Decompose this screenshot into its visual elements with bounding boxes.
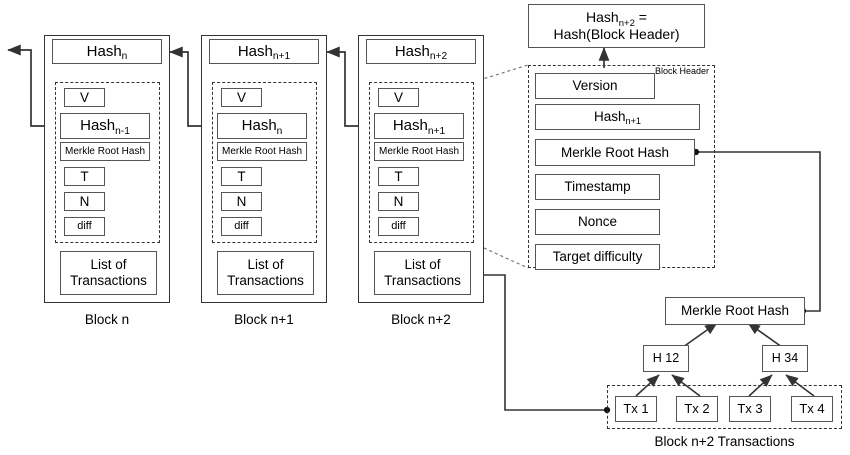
block-n-plus-2-caption: Block n+2 [391,312,451,327]
block-n-plus-2-field-prevhash[interactable]: Hashn+1 [374,113,464,139]
block-n-field-timestamp[interactable]: T [64,167,105,186]
block-n-field-version-label: V [79,89,89,105]
block-n-plus-1-transactions-line1: List of [247,257,284,273]
block-n-field-nonce-label: N [79,193,90,209]
block-n-field-diff[interactable]: diff [64,217,105,236]
block-n-plus-2-transactions-line2: Transactions [384,273,461,288]
hash-formula-line1: Hashn+2 = [586,9,647,29]
block-n-plus-2-field-prevhash-label: Hashn+1 [392,117,446,137]
transactions-group-caption: Block n+2 Transactions [654,434,795,449]
merkle-node-h34-label: H 34 [771,351,799,366]
block-n-header-dashed [55,82,160,243]
block-n-plus-2-transactions-box[interactable]: List of Transactions [374,251,471,295]
block-n-plus-2-field-diff[interactable]: diff [378,217,419,236]
header-field-target-difficulty-label: Target difficulty [552,249,643,265]
block-n-hash-box[interactable]: Hashn [52,39,162,64]
block-n-plus-1-hash-box[interactable]: Hashn+1 [209,39,319,64]
block-n-transactions-box[interactable]: List of Transactions [60,251,157,295]
merkle-node-h34[interactable]: H 34 [762,345,808,372]
block-n-plus-1-field-merkle[interactable]: Merkle Root Hash [217,142,307,161]
block-n-field-prevhash[interactable]: Hashn-1 [60,113,150,139]
block-n-plus-1-field-nonce[interactable]: N [221,192,262,211]
block-n-plus-2-field-timestamp-label: T [394,168,403,184]
hash-formula-box[interactable]: Hashn+2 = Hash(Block Header) [528,4,705,48]
merkle-root-hash-box[interactable]: Merkle Root Hash [665,297,805,325]
block-n-hash-label: Hashn [86,42,128,63]
header-field-merkle-root-hash[interactable]: Merkle Root Hash [535,139,695,166]
header-field-merkle-root-hash-label: Merkle Root Hash [560,144,670,160]
block-n-plus-1-field-diff[interactable]: diff [221,217,262,236]
block-n-plus-2-field-timestamp[interactable]: T [378,167,419,186]
hash-formula-line2: Hash(Block Header) [553,26,680,43]
block-n-plus-2-field-diff-label: diff [391,220,406,233]
transaction-tx3[interactable]: Tx 3 [729,396,771,422]
block-n-plus-1-field-version-label: V [236,89,246,105]
wire-listoftx-to-txbox [470,274,606,411]
merkle-node-h12[interactable]: H 12 [643,345,689,372]
block-n-plus-1-field-nonce-label: N [236,193,247,209]
block-n-plus-2-field-merkle-label: Merkle Root Hash [378,145,460,157]
block-n-plus-1-caption: Block n+1 [234,312,294,327]
block-n-field-merkle[interactable]: Merkle Root Hash [60,142,150,161]
block-n-field-merkle-label: Merkle Root Hash [64,145,146,157]
block-n-plus-1-field-diff-label: diff [234,220,249,233]
header-field-target-difficulty[interactable]: Target difficulty [535,244,660,270]
block-n-plus-1-field-merkle-label: Merkle Root Hash [221,145,303,157]
block-n-plus-1-field-prevhash[interactable]: Hashn [217,113,307,139]
transactions-group-dashed [607,385,842,429]
block-n-plus-1-header-dashed [212,82,317,243]
block-header-panel-label: Block Header [655,66,710,76]
merkle-node-h12-label: H 12 [652,351,680,366]
block-n-transactions-line1: List of [90,257,127,273]
block-n-plus-1-transactions-line2: Transactions [227,273,304,288]
block-n-plus-1-hash-label: Hashn+1 [237,42,291,63]
block-n-plus-2-hash-box[interactable]: Hashn+2 [366,39,476,64]
header-field-version-label: Version [572,78,618,94]
header-field-timestamp-label: Timestamp [564,179,631,195]
header-field-nonce[interactable]: Nonce [535,209,660,235]
block-n-field-timestamp-label: T [80,168,89,184]
header-field-nonce-label: Nonce [577,214,618,230]
block-n-field-nonce[interactable]: N [64,192,105,211]
header-field-prev-hash[interactable]: Hashn+1 [535,104,700,130]
transaction-tx2[interactable]: Tx 2 [676,396,718,422]
merkle-root-hash-label: Merkle Root Hash [680,303,790,319]
block-n-plus-2-field-merkle[interactable]: Merkle Root Hash [374,142,464,161]
transaction-tx3-label: Tx 3 [737,400,763,416]
block-n-plus-1-field-timestamp[interactable]: T [221,167,262,186]
header-field-version[interactable]: Version [535,73,655,99]
transaction-tx2-label: Tx 2 [684,400,710,416]
block-n-plus-1-field-version[interactable]: V [221,88,262,107]
block-n-plus-1-field-prevhash-label: Hashn [241,117,283,137]
block-n-plus-1-transactions-box[interactable]: List of Transactions [217,251,314,295]
header-field-prev-hash-label: Hashn+1 [593,109,642,127]
header-field-timestamp[interactable]: Timestamp [535,174,660,200]
block-n-plus-2-field-nonce[interactable]: N [378,192,419,211]
block-n-field-diff-label: diff [77,220,92,233]
block-n-plus-2-header-dashed [369,82,474,243]
block-n-plus-1-field-timestamp-label: T [237,168,246,184]
transaction-tx4-label: Tx 4 [799,400,825,416]
block-n-field-version[interactable]: V [64,88,105,107]
transaction-tx1-label: Tx 1 [623,400,649,416]
transaction-tx1[interactable]: Tx 1 [615,396,657,422]
block-n-caption: Block n [84,312,130,327]
block-n-plus-2-transactions-line1: List of [404,257,441,273]
block-n-transactions-line2: Transactions [70,273,147,288]
block-n-field-prevhash-label: Hashn-1 [80,117,130,137]
block-n-plus-2-field-nonce-label: N [393,193,404,209]
block-n-plus-2-field-version-label: V [393,89,403,105]
transaction-tx4[interactable]: Tx 4 [791,396,833,422]
block-n-plus-2-field-version[interactable]: V [378,88,419,107]
block-n-plus-2-hash-label: Hashn+2 [394,42,448,63]
